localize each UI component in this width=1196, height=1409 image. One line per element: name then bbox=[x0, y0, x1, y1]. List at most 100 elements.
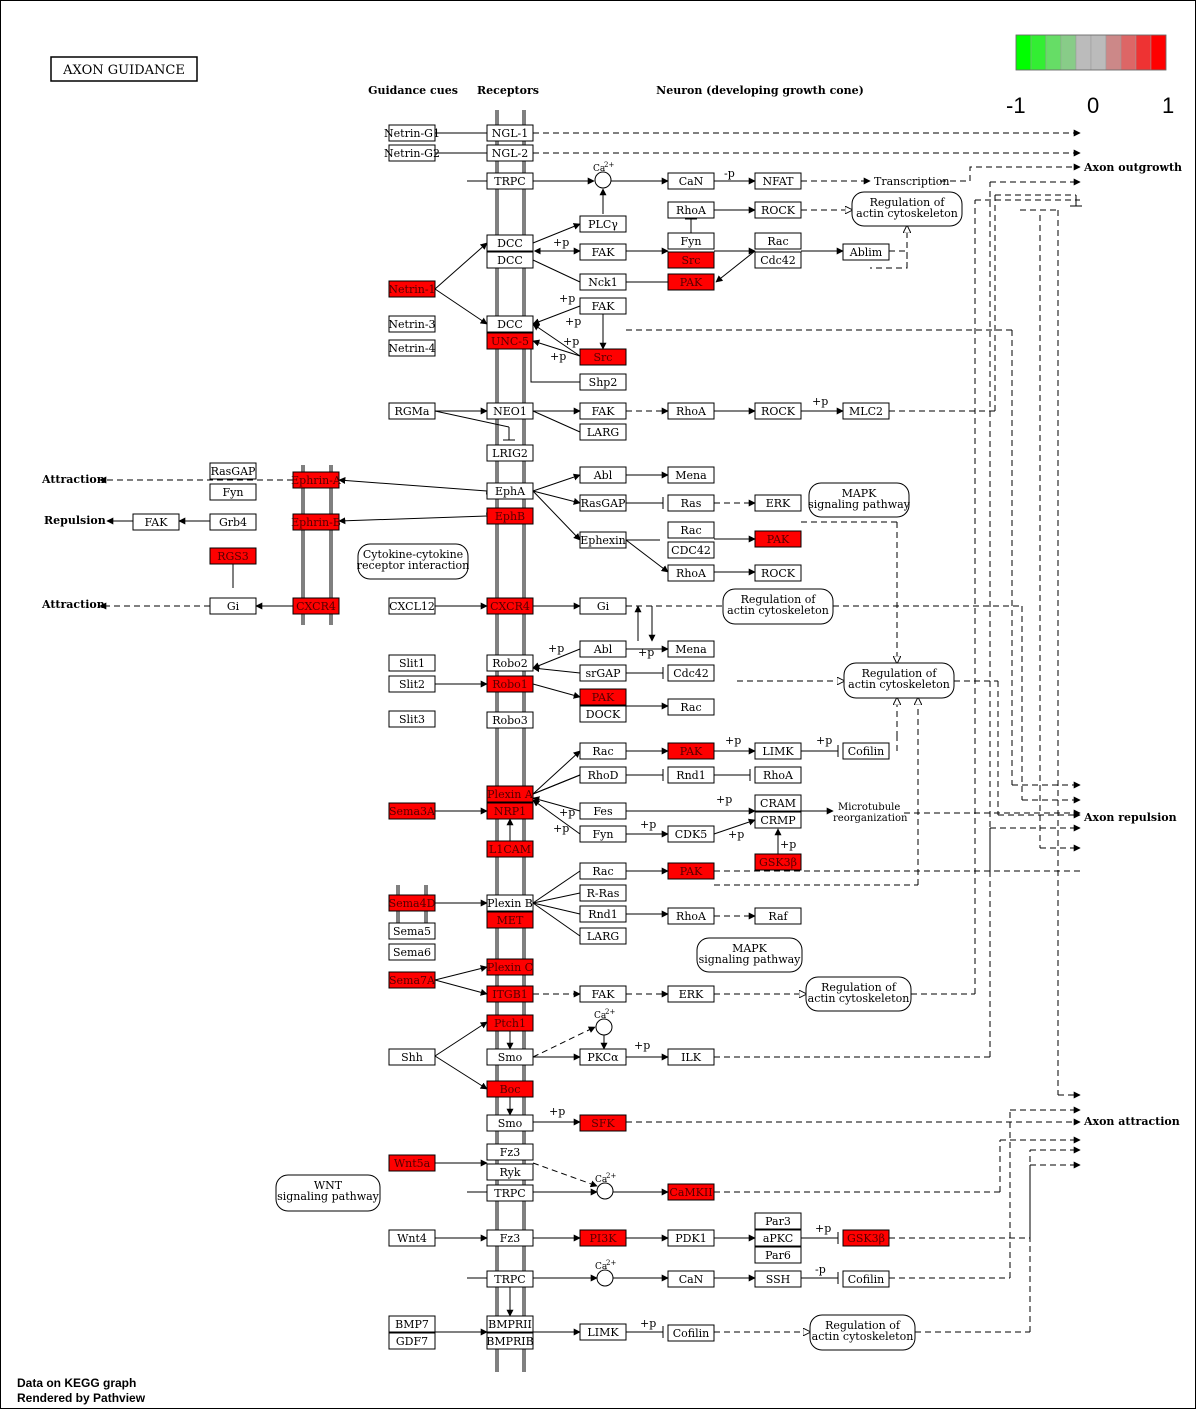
gene-node[interactable]: CXCL12 bbox=[388, 597, 436, 615]
gene-node[interactable]: NGL-2 bbox=[486, 144, 534, 162]
gene-node[interactable]: PKCα bbox=[579, 1048, 627, 1066]
gene-node[interactable]: Rac bbox=[667, 698, 715, 716]
gene-node[interactable]: Netrin-G1 bbox=[384, 124, 440, 142]
gene-node[interactable]: Fyn bbox=[209, 483, 257, 501]
gene-node[interactable]: TRPC bbox=[486, 1270, 534, 1288]
gene-node[interactable]: Cdc42 bbox=[667, 664, 715, 682]
gene-node[interactable]: ILK bbox=[667, 1048, 715, 1066]
gene-node[interactable]: Robo2 bbox=[486, 654, 534, 672]
gene-node[interactable]: Abl bbox=[579, 466, 627, 484]
gene-node[interactable]: MLC2 bbox=[842, 402, 890, 420]
gene-node[interactable]: CaN bbox=[667, 172, 715, 190]
gene-node[interactable]: ERK bbox=[667, 985, 715, 1003]
gene-node[interactable]: CXCR4 bbox=[292, 597, 340, 615]
gene-node[interactable]: Ephrin-A bbox=[291, 471, 342, 489]
gene-node[interactable]: EphA bbox=[486, 482, 534, 500]
gene-node[interactable]: Sema6 bbox=[388, 943, 436, 961]
gene-node[interactable]: RasGAP bbox=[209, 462, 257, 480]
gene-node[interactable]: Shh bbox=[388, 1048, 436, 1066]
gene-node[interactable]: FAK bbox=[132, 513, 180, 531]
gene-node[interactable]: RGS3 bbox=[209, 547, 257, 565]
gene-node[interactable]: SFK bbox=[579, 1114, 627, 1132]
gene-node[interactable]: Smo bbox=[486, 1048, 534, 1066]
gene-node[interactable]: EphB bbox=[486, 507, 534, 525]
gene-node[interactable]: CRAM bbox=[754, 794, 802, 812]
gene-node[interactable]: PAK bbox=[754, 530, 802, 548]
gene-node[interactable]: Cdc42 bbox=[754, 251, 802, 269]
gene-node[interactable]: Sema7A bbox=[388, 971, 436, 989]
gene-node[interactable]: Fyn bbox=[579, 825, 627, 843]
gene-node[interactable]: Ras bbox=[667, 494, 715, 512]
gene-node[interactable]: RhoA bbox=[754, 766, 802, 784]
gene-node[interactable]: PAK bbox=[667, 273, 715, 291]
gene-node[interactable]: Fes bbox=[579, 802, 627, 820]
gene-node[interactable]: Raf bbox=[754, 907, 802, 925]
gene-node[interactable]: NRP1 bbox=[486, 802, 534, 820]
gene-node[interactable]: Smo bbox=[486, 1114, 534, 1132]
gene-node[interactable]: Fyn bbox=[667, 232, 715, 250]
gene-node[interactable]: Nck1 bbox=[579, 273, 627, 291]
gene-node[interactable]: ROCK bbox=[754, 564, 802, 582]
gene-node[interactable]: ROCK bbox=[754, 402, 802, 420]
gene-node[interactable]: Src bbox=[667, 251, 715, 269]
gene-node[interactable]: Rnd1 bbox=[667, 766, 715, 784]
gene-node[interactable]: DCC bbox=[486, 234, 534, 252]
gene-node[interactable]: Robo1 bbox=[486, 675, 534, 693]
gene-node[interactable]: Shp2 bbox=[579, 373, 627, 391]
gene-node[interactable]: PI3K bbox=[579, 1229, 627, 1247]
gene-node[interactable]: PAK bbox=[579, 688, 627, 706]
gene-node[interactable]: RGMa bbox=[388, 402, 436, 420]
gene-node[interactable]: Sema3A bbox=[388, 802, 436, 820]
gene-node[interactable]: CaN bbox=[667, 1270, 715, 1288]
gene-node[interactable]: Plexin B bbox=[486, 894, 534, 912]
gene-node[interactable]: BMPRIB bbox=[486, 1332, 534, 1350]
gene-node[interactable]: Rac bbox=[667, 521, 715, 539]
gene-node[interactable]: Rac bbox=[579, 862, 627, 880]
gene-node[interactable]: R-Ras bbox=[579, 884, 627, 902]
gene-node[interactable]: CRMP bbox=[754, 811, 802, 829]
gene-node[interactable]: Rnd1 bbox=[579, 905, 627, 923]
gene-node[interactable]: GDF7 bbox=[388, 1332, 436, 1350]
gene-node[interactable]: BMP7 bbox=[388, 1315, 436, 1333]
gene-node[interactable]: NGL-1 bbox=[486, 124, 534, 142]
gene-node[interactable]: Fz3 bbox=[486, 1229, 534, 1247]
gene-node[interactable]: Boc bbox=[486, 1080, 534, 1098]
gene-node[interactable]: aPKC bbox=[754, 1229, 802, 1247]
gene-node[interactable]: Mena bbox=[667, 640, 715, 658]
gene-node[interactable]: MET bbox=[486, 911, 534, 929]
gene-node[interactable]: Robo3 bbox=[486, 711, 534, 729]
gene-node[interactable]: Sema5 bbox=[388, 922, 436, 940]
gene-node[interactable]: Cofilin bbox=[842, 742, 890, 760]
gene-node[interactable]: DOCK bbox=[579, 705, 627, 723]
gene-node[interactable]: Mena bbox=[667, 466, 715, 484]
gene-node[interactable]: PAK bbox=[667, 742, 715, 760]
gene-node[interactable]: FAK bbox=[579, 243, 627, 261]
gene-node[interactable]: PAK bbox=[667, 862, 715, 880]
gene-node[interactable]: LARG bbox=[579, 927, 627, 945]
gene-node[interactable]: RhoA bbox=[667, 564, 715, 582]
gene-node[interactable]: Rac bbox=[754, 232, 802, 250]
gene-node[interactable]: Gi bbox=[209, 597, 257, 615]
gene-node[interactable]: DCC bbox=[486, 251, 534, 269]
gene-node[interactable]: Cofilin bbox=[842, 1270, 890, 1288]
gene-node[interactable]: Ephexin bbox=[579, 531, 627, 549]
gene-node[interactable]: LIMK bbox=[579, 1323, 627, 1341]
gene-node[interactable]: Abl bbox=[579, 640, 627, 658]
gene-node[interactable]: SSH bbox=[754, 1270, 802, 1288]
gene-node[interactable]: Slit3 bbox=[388, 710, 436, 728]
gene-node[interactable]: TRPC bbox=[486, 1184, 534, 1202]
gene-node[interactable]: FAK bbox=[579, 402, 627, 420]
gene-node[interactable]: NFAT bbox=[754, 172, 802, 190]
gene-node[interactable]: srGAP bbox=[579, 664, 627, 682]
gene-node[interactable]: RasGAP bbox=[579, 494, 627, 512]
gene-node[interactable]: RhoD bbox=[579, 766, 627, 784]
gene-node[interactable]: Fz3 bbox=[486, 1143, 534, 1161]
gene-node[interactable]: PLCγ bbox=[579, 215, 627, 233]
gene-node[interactable]: PDK1 bbox=[667, 1229, 715, 1247]
